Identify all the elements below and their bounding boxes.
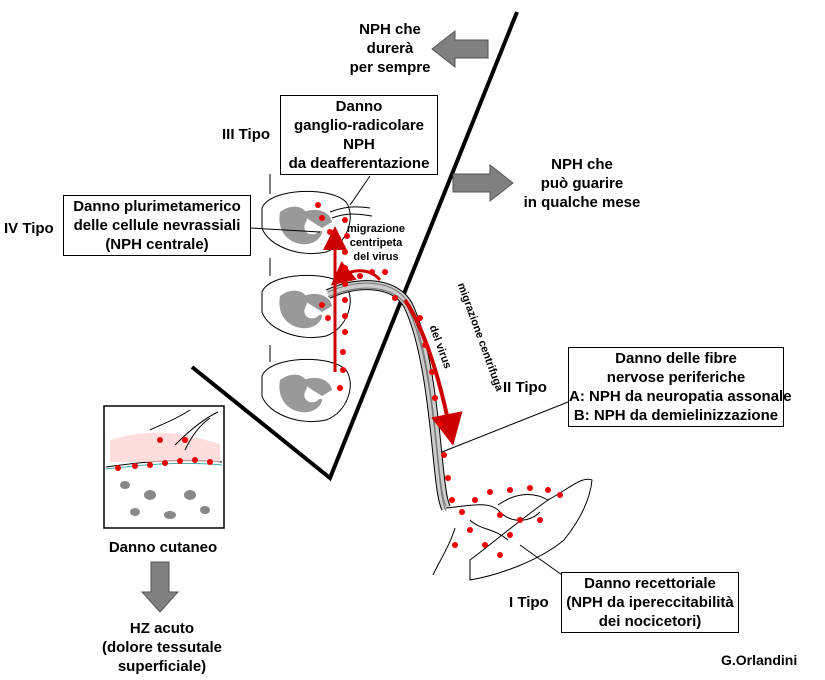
tipo1-box: Danno recettoriale (NPH da ipereccitabil… (561, 572, 739, 633)
tipo2-label: II Tipo (503, 379, 547, 396)
block-arrow-left (431, 29, 489, 69)
root-fibers-top (329, 206, 373, 219)
leader-tipo1 (519, 544, 563, 576)
label-danno-cutaneo: Danno cutaneo (108, 539, 218, 556)
spinal-cord-segment-2 (261, 258, 351, 338)
spinal-cord-segment-3 (261, 345, 351, 422)
tipo3-box: Danno ganglio-radicolare NPH da deaffere… (280, 95, 438, 175)
label-migrazione-centripeta: migrazione centripeta del virus (346, 223, 406, 263)
divider-v-line (190, 11, 519, 482)
leader-tipo3 (349, 175, 371, 206)
leader-tipo2 (441, 401, 569, 453)
label-nph-forever: NPH che durerà per sempre (349, 21, 431, 76)
author-credit: G.Orlandini (721, 652, 798, 668)
tipo4-label: IV Tipo (4, 220, 54, 237)
tipo1-label: I Tipo (509, 594, 549, 611)
peripheral-nerve (325, 280, 451, 512)
label-hz-acuto: HZ acuto (dolore tessutale superficiale) (101, 620, 223, 675)
virus-dots (115, 202, 563, 558)
block-arrow-right (452, 163, 514, 203)
tipo4-box: Danno plurimetamerico delle cellule nevr… (63, 195, 251, 256)
tipo3-label: III Tipo (222, 126, 271, 143)
label-nph-heal: NPH che può guarire in qualche mese (523, 156, 641, 211)
tipo2-box: Danno delle fibre nervose periferiche A:… (568, 347, 792, 427)
red-arrow-centrifugal (403, 298, 463, 446)
block-arrow-down (140, 561, 180, 613)
leader-tipo4 (249, 227, 321, 233)
red-arrow-centripetal (330, 261, 382, 286)
skin-box (103, 405, 225, 529)
receptor-skin-field (432, 478, 593, 581)
